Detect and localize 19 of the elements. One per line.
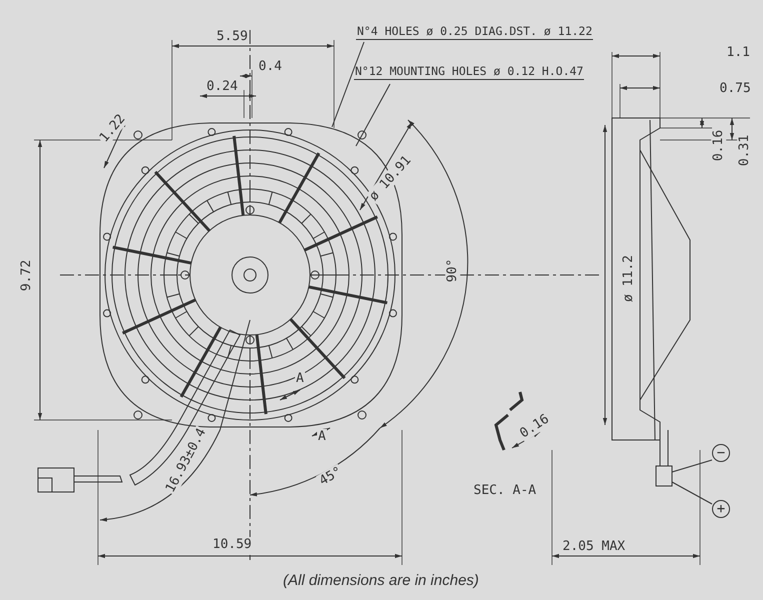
leader-line	[672, 482, 712, 504]
dimension-label: 0.16	[710, 128, 726, 162]
polarity-sign: −	[712, 444, 730, 462]
dimension-label: 2.05 MAX	[562, 538, 626, 554]
leader-line	[356, 84, 390, 146]
connector-plug	[656, 466, 672, 486]
dimension-label: 5.59	[216, 28, 249, 44]
caption: (All dimensions are in inches)	[283, 572, 479, 589]
leader-line	[332, 42, 364, 128]
dimension-label: 0.75	[718, 80, 752, 96]
dimension-label: ø 11.2	[620, 254, 636, 302]
dimension-label: 0.4	[258, 58, 283, 74]
leader-line	[672, 460, 712, 472]
polarity-sign: +	[712, 500, 730, 518]
dimension-label: SEC. A-A	[472, 482, 538, 498]
note-text: N°12 MOUNTING HOLES ø 0.12 H.O.47	[354, 64, 584, 80]
dimension-label: 0.24	[206, 78, 239, 94]
note-text: N°4 HOLES ø 0.25 DIAG.DST. ø 11.22	[356, 24, 594, 40]
dimension-label: 10.59	[212, 536, 253, 552]
